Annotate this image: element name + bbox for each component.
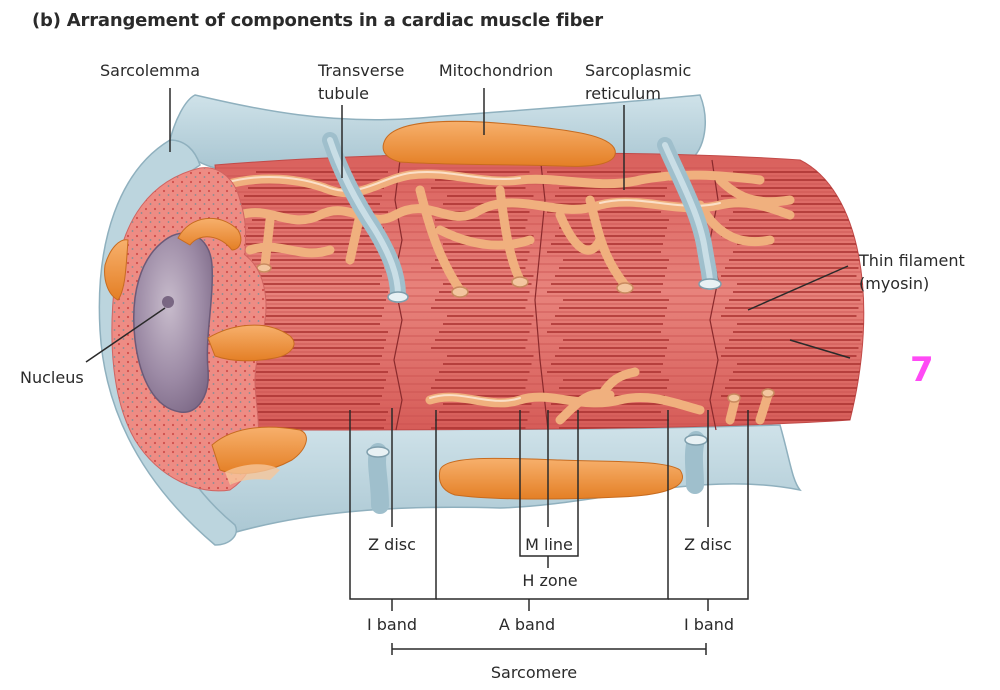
leader-nucleus (85, 307, 166, 363)
label-transverse-tubule-line1: Transverse (318, 61, 405, 80)
label-i-band-left: I band (366, 615, 418, 634)
figure-title: (b) Arrangement of components in a cardi… (32, 10, 603, 31)
leader-lines (85, 88, 851, 655)
myofilament-striations (215, 167, 864, 429)
i-band-left-bracket (349, 410, 437, 600)
m-line-mark (534, 154, 549, 431)
label-i-band-right: I band (683, 615, 735, 634)
label-m-line: M line (525, 535, 573, 554)
page-marker: 7 (910, 350, 934, 390)
mitochondrion-upper (382, 120, 616, 167)
label-sarcoplasmic-reticulum-line2: reticulum (585, 84, 661, 103)
sarcoplasmic-reticulum-network (220, 169, 795, 425)
label-mitochondrion: Mitochondrion (438, 61, 554, 80)
label-sarcomere: Sarcomere (490, 663, 578, 682)
nucleolus (162, 296, 174, 308)
label-thin-filament-line2: (myosin) (859, 274, 930, 293)
h-zone-bracket (519, 410, 579, 557)
label-a-band: A band (498, 615, 556, 634)
leader-thin-filament (747, 265, 849, 311)
label-sarcoplasmic-reticulum-line1: Sarcoplasmic (585, 61, 692, 80)
leader-thick-filament (789, 339, 851, 359)
label-z-disc-right: Z disc (684, 535, 732, 554)
label-thin-filament-line1: Thin filament (859, 251, 965, 270)
label-transverse-tubule-line2: tubule (318, 84, 369, 103)
mitochondrion-lower (438, 457, 683, 500)
reticulum-openings (256, 263, 775, 403)
nucleus-shape (133, 232, 214, 413)
label-nucleus: Nucleus (20, 368, 84, 387)
label-h-zone: H zone (522, 571, 578, 590)
label-z-disc-left: Z disc (368, 535, 416, 554)
cross-section-mitochondria (104, 217, 307, 485)
transverse-tubules (322, 132, 722, 514)
i-band-right-bracket (668, 410, 749, 600)
reticulum-highlights (224, 171, 721, 402)
label-sarcolemma: Sarcolemma (99, 61, 201, 80)
